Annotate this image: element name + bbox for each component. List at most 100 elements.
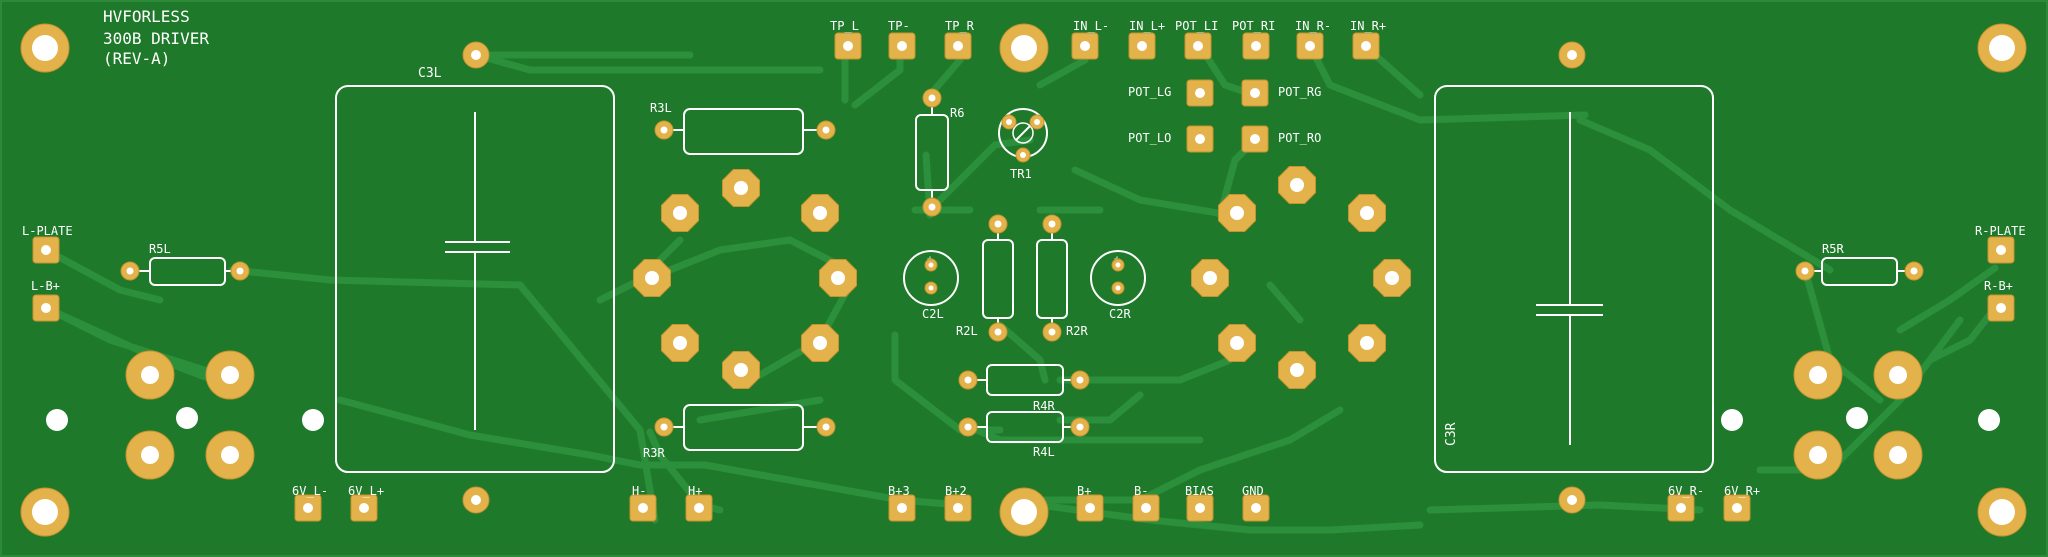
label-gnd: GND — [1242, 484, 1264, 498]
tr1-pad-1 — [1001, 114, 1017, 130]
right-socket-pin-6 — [1218, 324, 1256, 362]
right-socket-pin-1 — [1278, 166, 1316, 204]
resistor-pad-15 — [958, 370, 978, 390]
label-bias: BIAS — [1185, 484, 1214, 498]
label-pot-li: POT_LI — [1175, 19, 1218, 33]
top-pad-7 — [1242, 32, 1270, 60]
left-socket-pin-5 — [819, 259, 857, 297]
left-socket-pin-7 — [801, 324, 839, 362]
left-heater-pad-3 — [125, 430, 175, 480]
label-pot-ri: POT_RI — [1232, 19, 1275, 33]
tr1-inner — [1012, 122, 1034, 144]
label-pot-lo: POT_LO — [1128, 131, 1171, 145]
tr1-pad-2 — [1029, 114, 1045, 130]
side-pad-2 — [32, 294, 60, 322]
label-r2l: R2L — [956, 324, 978, 338]
label-in-r-plus: IN_R+ — [1350, 19, 1386, 33]
label-6v-r-minus: 6V_R- — [1668, 484, 1704, 498]
c3-pad-4 — [1558, 486, 1586, 514]
c3-pad-2 — [462, 486, 490, 514]
top-pad-5 — [1128, 32, 1156, 60]
resistor-pad-2 — [816, 120, 836, 140]
label-b-plus-3: B+3 — [888, 484, 910, 498]
right-heater-pad-1 — [1793, 350, 1843, 400]
tr1-slot — [1015, 125, 1031, 141]
label-6v-r-plus: 6V_R+ — [1724, 484, 1760, 498]
label-in-r-minus: IN_R- — [1295, 19, 1331, 33]
resistor-pad-5 — [120, 261, 140, 281]
resistor-pad-6 — [230, 261, 250, 281]
tr1-pad-3 — [1015, 147, 1031, 163]
label-r4r: R4R — [1033, 399, 1055, 413]
c2r-outline — [1090, 250, 1146, 306]
capacitor-c2r — [1090, 250, 1146, 306]
top-pad-4 — [1071, 32, 1099, 60]
right-socket-pin-2 — [1218, 194, 1256, 232]
label-pot-lg: POT_LG — [1128, 85, 1171, 99]
title-line-1: HVFORLESS — [103, 7, 190, 26]
bottom-pad-10 — [1242, 494, 1270, 522]
bottom-pad-1 — [294, 494, 322, 522]
bottom-pad-12 — [1723, 494, 1751, 522]
label-l-plate: L-PLATE — [22, 224, 73, 238]
label-in-l-plus: IN_L+ — [1129, 19, 1165, 33]
resistor-pad-12 — [988, 322, 1008, 342]
label-r-plate: R-PLATE — [1975, 224, 2026, 238]
left-socket-pin-4 — [633, 259, 671, 297]
bottom-pad-11 — [1667, 494, 1695, 522]
label-r5l: R5L — [149, 242, 171, 256]
c2-pad-1 — [924, 258, 938, 272]
left-heater-pad-2 — [205, 350, 255, 400]
resistor-pad-18 — [1070, 417, 1090, 437]
top-pad-6 — [1184, 32, 1212, 60]
label-h-minus: H- — [632, 484, 646, 498]
left-socket-pin-6 — [661, 324, 699, 362]
npth-hole-6 — [1978, 409, 2000, 431]
left-heater-pad-1 — [125, 350, 175, 400]
bottom-pad-7 — [1076, 494, 1104, 522]
right-heater-pad-3 — [1793, 430, 1843, 480]
label-l-b-plus: L-B+ — [31, 279, 60, 293]
right-socket-pin-3 — [1348, 194, 1386, 232]
bottom-pad-5 — [888, 494, 916, 522]
title-line-3: (REV-A) — [103, 49, 170, 68]
right-socket-pin-8 — [1278, 351, 1316, 389]
resistor-pad-1 — [654, 120, 674, 140]
pot-pad-3 — [1186, 125, 1214, 153]
top-pad-3 — [944, 32, 972, 60]
mounting-hole-3 — [20, 487, 70, 537]
c3l-outline — [335, 85, 615, 473]
label-pot-ro: POT_RO — [1278, 131, 1321, 145]
right-socket-pin-7 — [1348, 324, 1386, 362]
label-r-b-plus: R-B+ — [1984, 279, 2013, 293]
label-r3r: R3R — [643, 446, 665, 460]
resistor-pad-4 — [816, 417, 836, 437]
label-c3r: C3R — [1444, 422, 1459, 446]
capacitor-c2l — [903, 250, 959, 306]
label-tr1: TR1 — [1010, 167, 1032, 181]
c2-pad-2 — [924, 281, 938, 295]
mounting-hole-5 — [999, 23, 1049, 73]
silk-labels: TP_L TP- TP_R IN_L- IN_L+ POT_LI POT_RI … — [22, 19, 2026, 498]
label-6v-l-minus: 6V_L- — [292, 484, 328, 498]
r3l-body — [683, 108, 804, 155]
mounting-hole-2 — [1977, 23, 2027, 73]
label-r3l: R3L — [650, 101, 672, 115]
resistor-pad-13 — [1042, 214, 1062, 234]
title-line-2: 300B DRIVER — [103, 29, 209, 48]
npth-hole-4 — [1721, 409, 1743, 431]
label-r6: R6 — [950, 106, 964, 120]
npth-hole-2 — [176, 407, 198, 429]
pot-pad-2 — [1241, 79, 1269, 107]
label-r2r: R2R — [1066, 324, 1088, 338]
resistor-pad-9 — [922, 88, 942, 108]
label-h-plus: H+ — [688, 484, 702, 498]
label-tp-l: TP_L — [830, 19, 859, 33]
label-b-plus-2: B+2 — [945, 484, 967, 498]
left-socket-pin-1 — [722, 169, 760, 207]
bottom-pad-3 — [629, 494, 657, 522]
npth-hole-5 — [1846, 407, 1868, 429]
label-b-plus: B+ — [1077, 484, 1091, 498]
